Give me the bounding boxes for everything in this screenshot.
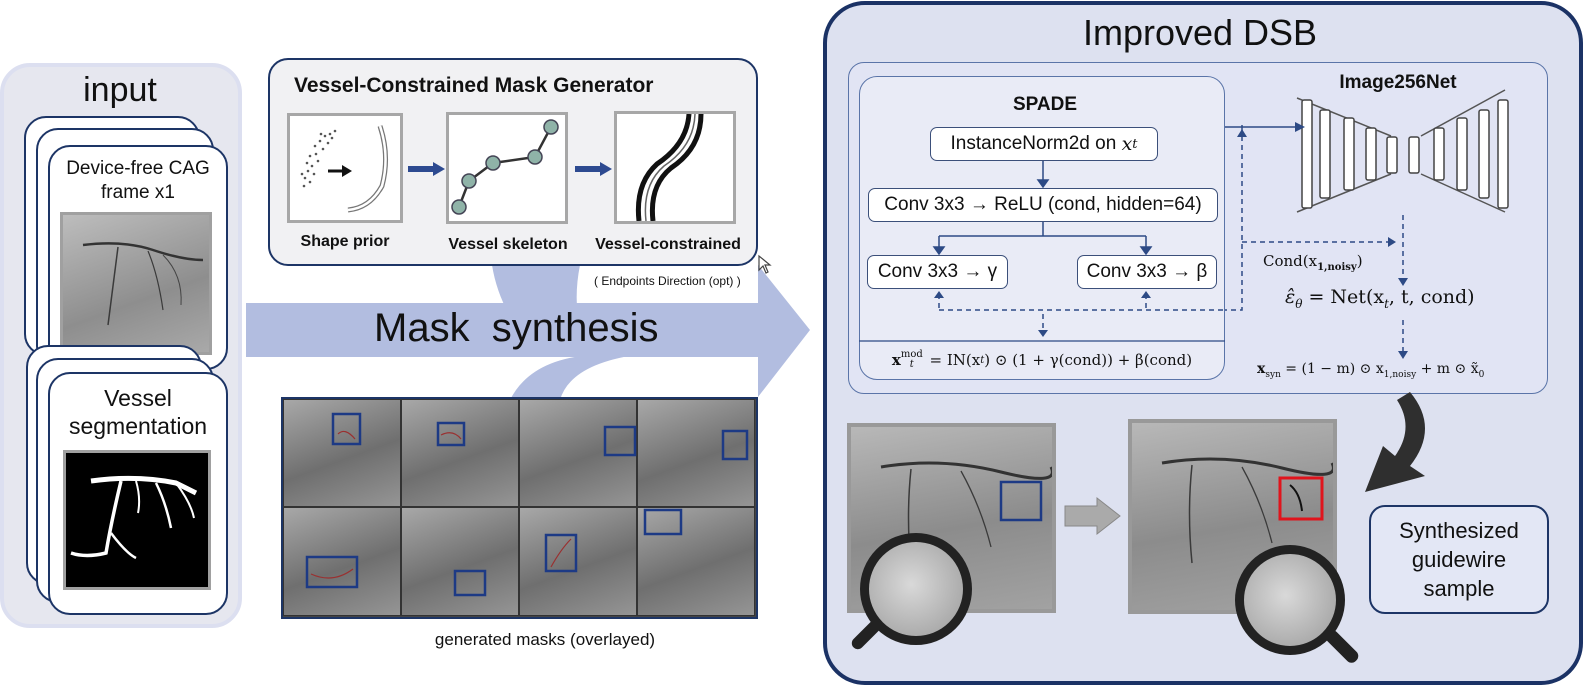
spade-title: SPADE xyxy=(1012,94,1078,115)
synthesis-formula: xsyn = (1 − m) ⊙ x1,noisy + m ⊙ x̃0 xyxy=(1257,361,1547,383)
spade-formula-lhs: x xyxy=(891,351,901,369)
vessel-skeleton-label: Vessel skeleton xyxy=(448,236,568,253)
generated-masks-grid xyxy=(281,397,758,619)
eps-rhs: = Net(x xyxy=(1302,286,1385,308)
cag-frame-image xyxy=(60,212,212,355)
mask-tile xyxy=(637,399,755,507)
cond-end: ) xyxy=(1356,252,1363,270)
mask-tile xyxy=(283,399,401,507)
before-after-arrow xyxy=(1064,496,1121,536)
eps-sub: θ xyxy=(1295,296,1303,311)
mask-tile xyxy=(401,399,519,507)
image256net-title: Image256Net xyxy=(1339,72,1457,93)
noise-prediction-formula: ε̂θ = Net(xt, t, cond) xyxy=(1285,286,1525,314)
spade-formula-rest: ) ⊙ (1 + γ(cond)) + β(cond) xyxy=(984,351,1193,369)
mask-synthesis-band xyxy=(246,265,810,400)
improved-dsb-title: Improved DSB xyxy=(1082,12,1318,53)
seg-card-label: Vessel segmentation xyxy=(68,385,208,439)
eps-sub2: t xyxy=(1384,296,1389,311)
syn-sub2: 1,noisy xyxy=(1383,369,1417,380)
eps-lhs: ε̂ xyxy=(1285,286,1296,308)
eps-end: , t, cond) xyxy=(1388,286,1475,308)
segmentation-mask-image xyxy=(63,450,211,590)
synthesized-sample-box: Synthesized guidewire sample xyxy=(1369,505,1549,614)
instance-norm-var: x xyxy=(1121,133,1133,155)
dsb-flow-arrows xyxy=(1225,122,1408,359)
endpoints-direction-note: ( Endpoints Direction (opt) ) xyxy=(594,274,741,288)
syn-sub3: 0 xyxy=(1478,369,1485,380)
syn-mid: = (1 − m) ⊙ x xyxy=(1280,361,1384,377)
mask-tile xyxy=(401,507,519,616)
image256net-unet-icon xyxy=(1296,89,1509,213)
mask-overlay-boxes xyxy=(305,412,749,597)
input-title: input xyxy=(83,70,157,109)
shape-prior-thumbnail xyxy=(287,113,403,223)
conv-gamma-box: Conv 3x3 → γ xyxy=(867,255,1008,289)
syn-lhs: x xyxy=(1257,361,1266,377)
spade-formula-sub2: t xyxy=(980,354,985,366)
cond-text: Cond(x xyxy=(1263,252,1318,270)
vessel-constrained-label: Vessel-constrained xyxy=(595,236,741,253)
spade-formula-rhs: = IN(x xyxy=(924,351,981,369)
instance-norm-sub: t xyxy=(1132,136,1138,152)
shape-prior-label: Shape prior xyxy=(300,233,390,250)
instance-norm-box: InstanceNorm2d on x t xyxy=(930,127,1158,161)
spade-block xyxy=(859,76,1225,380)
synthesized-photo xyxy=(1128,419,1337,614)
syn-sub: syn xyxy=(1265,369,1281,380)
mask-tile xyxy=(283,507,401,616)
vessel-constrained-thumbnail xyxy=(614,111,736,224)
vessel-skeleton-thumbnail xyxy=(446,112,568,224)
mask-tile xyxy=(519,399,637,507)
output-curved-arrow xyxy=(1365,392,1425,492)
generated-masks-caption: generated masks (overlayed) xyxy=(434,630,656,649)
spade-connectors xyxy=(859,161,1225,342)
mask-tile xyxy=(637,507,755,616)
mask-tile xyxy=(519,507,637,616)
mask-synthesis-label: Mask synthesis xyxy=(374,306,659,350)
syn-end: + m ⊙ x̃ xyxy=(1416,361,1479,377)
cond-label: Cond(x1,noisy) xyxy=(1263,252,1403,274)
mask-generator-title: Vessel-Constrained Mask Generator xyxy=(294,74,654,97)
spade-formula-sub: t xyxy=(909,359,914,370)
cond-sub: 1,noisy xyxy=(1317,262,1357,273)
instance-norm-text: InstanceNorm2d on xyxy=(950,133,1122,154)
conv-relu-box: Conv 3x3 → ReLU (cond, hidden=64) xyxy=(868,188,1218,222)
conv-beta-box: Conv 3x3 → β xyxy=(1077,255,1217,289)
cursor-icon xyxy=(755,252,775,276)
frame-card-label: Device-free CAG frame x1 xyxy=(66,158,210,203)
spade-formula-sup: mod xyxy=(900,349,923,360)
generator-step-arrows xyxy=(408,162,612,176)
